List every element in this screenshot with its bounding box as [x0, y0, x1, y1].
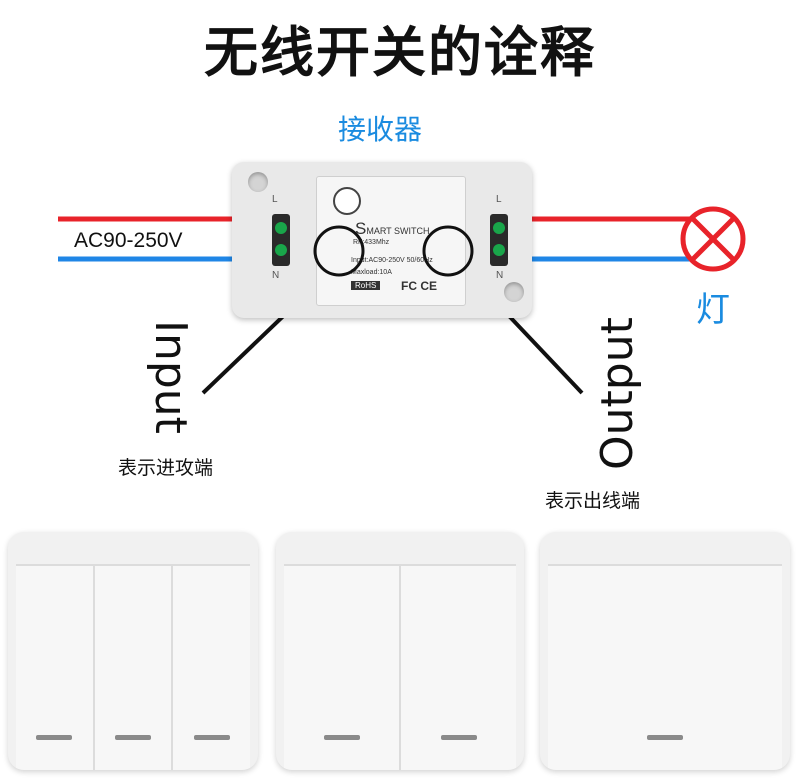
- receiver-module: L N L N SMART SWITCH RF:433Mhz Input:AC9…: [232, 162, 532, 318]
- indicator-led: [323, 735, 360, 740]
- left-n-marker: N: [272, 270, 280, 281]
- switch-key[interactable]: [548, 566, 782, 770]
- page-title: 无线开关的诠释: [204, 21, 596, 84]
- terminal-highlight-circles: [313, 225, 474, 277]
- certification-marks: FC CE: [401, 279, 437, 293]
- right-l-marker: L: [496, 194, 502, 205]
- module-label-sticker: SMART SWITCH RF:433Mhz Input:AC90-250V 5…: [316, 176, 466, 306]
- one-gang-switch: [540, 532, 790, 770]
- two-gang-switch: [276, 532, 524, 770]
- switch-key[interactable]: [16, 566, 95, 770]
- input-description: 表示进攻端: [118, 457, 214, 479]
- module-brand: SMART SWITCH: [355, 219, 430, 238]
- indicator-led: [36, 735, 73, 740]
- lamp-icon: [680, 206, 746, 272]
- switch-key[interactable]: [173, 566, 251, 770]
- switch-key[interactable]: [401, 566, 516, 770]
- module-max-load: Maxload:10A: [351, 269, 392, 276]
- indicator-led: [647, 735, 683, 740]
- left-l-marker: L: [272, 194, 278, 205]
- three-gang-switch: [8, 532, 258, 770]
- input-terminal-block: [272, 214, 290, 266]
- indicator-led: [193, 735, 230, 740]
- switch-key[interactable]: [94, 566, 174, 770]
- indicator-led: [440, 735, 477, 740]
- right-n-marker: N: [496, 270, 504, 281]
- switch-key[interactable]: [284, 566, 401, 770]
- indicator-led: [115, 735, 151, 740]
- output-description: 表示出线端: [545, 490, 641, 512]
- lamp-label: 灯: [696, 290, 730, 330]
- pairing-button-icon: [333, 187, 361, 215]
- rohs-badge: RoHS: [351, 281, 381, 290]
- module-rf-spec: RF:433Mhz: [353, 239, 390, 246]
- module-input-spec: Input:AC90-250V 50/60Hz: [351, 257, 433, 264]
- output-label: Output: [592, 317, 643, 470]
- voltage-label: AC90-250V: [74, 229, 183, 252]
- input-label: Input: [145, 320, 196, 434]
- output-terminal-block: [490, 214, 508, 266]
- mount-hole-bottom: [504, 282, 524, 302]
- receiver-label: 接收器: [338, 113, 423, 146]
- mount-hole-top: [248, 172, 268, 192]
